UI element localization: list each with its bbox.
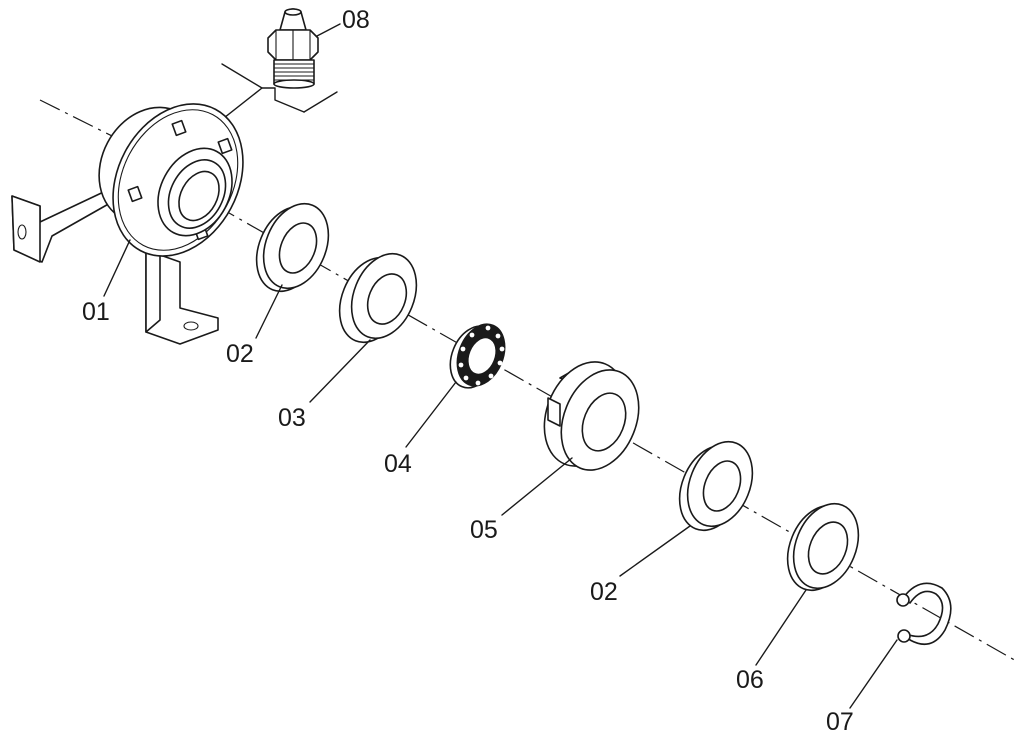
callout-05: 05 [470, 516, 498, 544]
callout-07: 07 [826, 708, 854, 736]
spacer-ring-part-a [255, 202, 330, 293]
washer-part [786, 502, 860, 592]
flange-housing-part [11, 103, 244, 345]
leader-lines [103, 23, 898, 709]
callout-04: 04 [384, 450, 412, 478]
callout-06: 06 [736, 666, 764, 694]
callout-02-second: 02 [590, 578, 618, 606]
callout-03: 03 [278, 404, 306, 432]
grease-nipple-part [267, 8, 319, 89]
callout-08: 08 [342, 6, 370, 34]
callout-01: 01 [82, 298, 110, 326]
bearing-cage-part [449, 323, 506, 389]
slotted-hub-part [543, 361, 640, 471]
collar-ring-part [338, 252, 418, 344]
spacer-ring-part-b [678, 440, 754, 532]
circlip-part [896, 582, 952, 646]
callout-02-first: 02 [226, 340, 254, 368]
